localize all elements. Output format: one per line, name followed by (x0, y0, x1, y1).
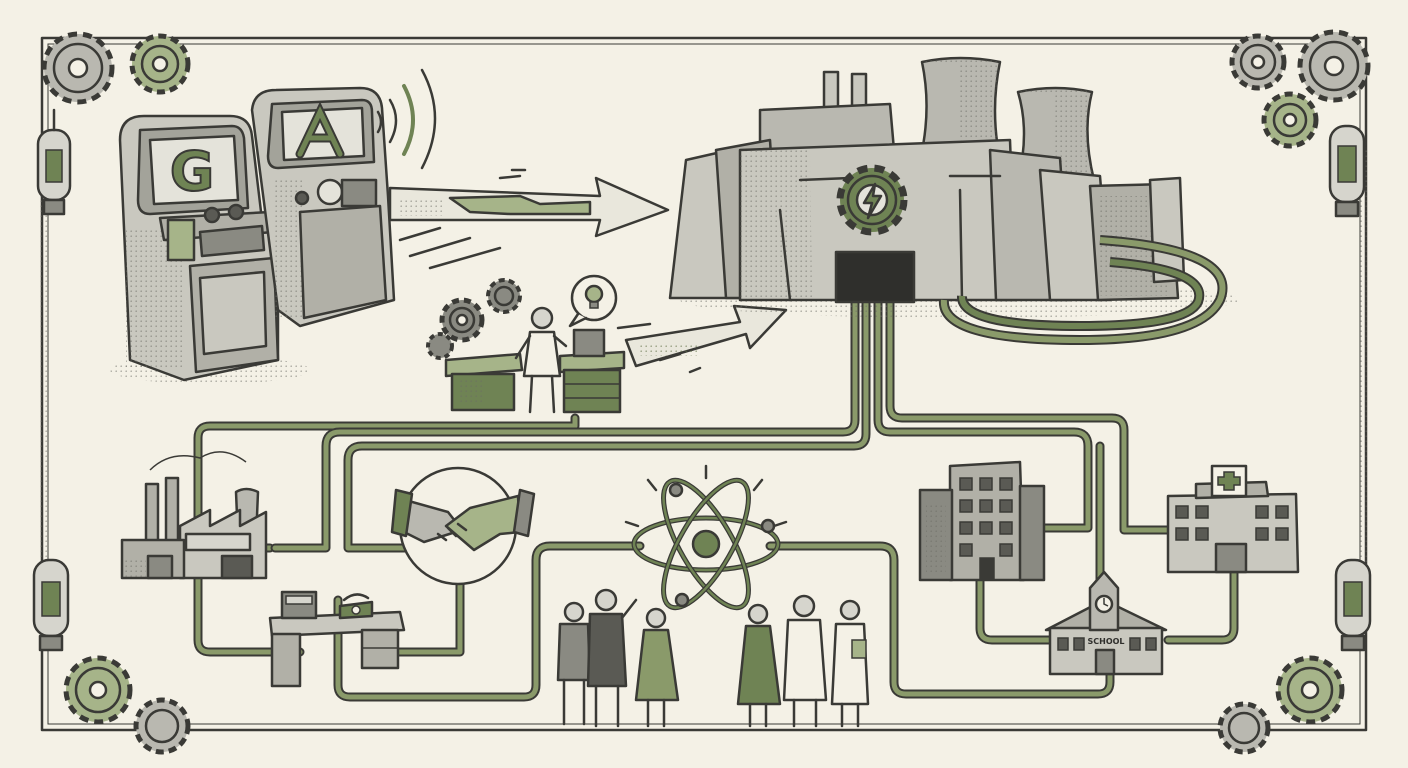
arrow-scientist-to-plant (616, 304, 788, 374)
factory-building (120, 451, 268, 580)
office-desk (268, 590, 406, 688)
connection-wires (193, 295, 1239, 702)
person-3 (634, 607, 680, 728)
computer-left-letter: G (170, 140, 214, 203)
decorative-frame (40, 36, 1368, 732)
atom-icon (624, 464, 788, 611)
school-sign: SCHOOL (1087, 637, 1124, 646)
handshake-icon (390, 466, 536, 586)
gear-icon-top-left (41, 31, 191, 105)
vintage-computer-right (250, 86, 396, 328)
school-building: SCHOOL (1044, 570, 1168, 676)
vintage-computer-left: G (110, 114, 310, 384)
vacuum-tube-icon-left-bottom (32, 558, 70, 652)
scientist-figure (514, 306, 568, 414)
power-plant (668, 56, 1240, 346)
person-6 (830, 599, 870, 728)
vacuum-tube-icon-right-top (1328, 124, 1366, 218)
lightning-gear-icon (836, 164, 908, 236)
person-4 (736, 603, 782, 728)
arrow-computers-to-plant (388, 168, 670, 270)
person-5 (782, 594, 828, 728)
people-group (556, 588, 870, 728)
person-1 (556, 601, 592, 726)
gear-icon-top-right (1229, 29, 1371, 149)
gear-icon-bottom-left (63, 655, 191, 755)
inventor-workbench (426, 274, 626, 414)
apartment-building (918, 460, 1046, 582)
gear-icon-cluster (426, 278, 522, 360)
vacuum-tube-icon-left-top (36, 108, 72, 216)
vacuum-tube-icon-right-bottom (1334, 558, 1372, 652)
signal-waves (376, 68, 437, 170)
medical-cross-icon (1210, 464, 1248, 498)
person-2 (586, 588, 638, 728)
lightbulb-icon (568, 274, 618, 328)
gear-icon-bottom-right (1217, 655, 1345, 755)
hospital-building (1166, 464, 1300, 574)
